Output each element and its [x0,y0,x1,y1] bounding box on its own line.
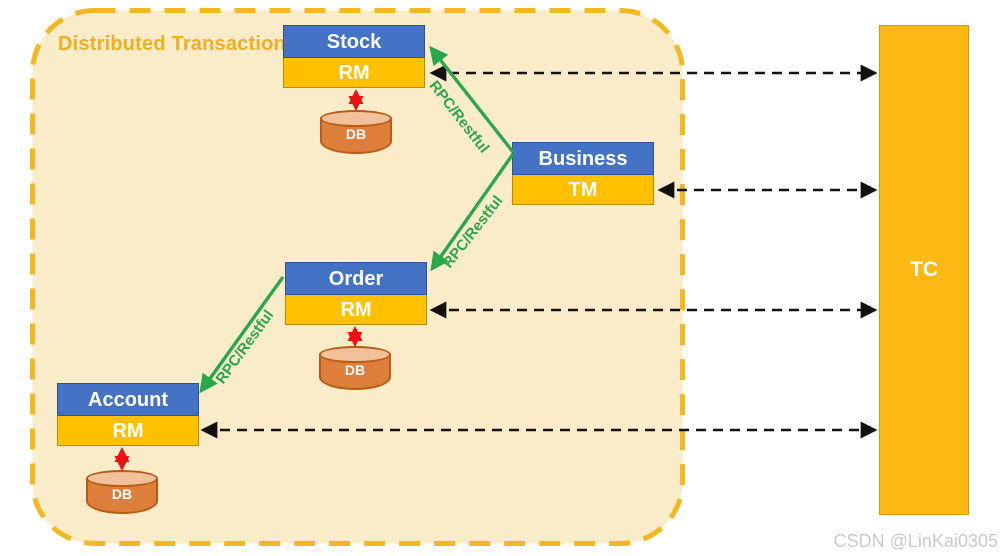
order-database: DB [319,346,391,390]
service-business-name: Business [512,142,654,175]
service-order-role: RM [285,295,427,325]
rpc-label-order-account: RPC/Restful [212,306,278,388]
stock-database-label: DB [345,126,367,142]
database-cylinder-top [86,470,158,487]
order-database-label: DB [344,362,366,378]
service-account-role: RM [57,416,199,446]
watermark: CSDN @LinKai0305 [833,531,998,551]
service-order-name: Order [285,262,427,295]
rpc-arrow-business-order [430,153,515,272]
database-cylinder-top [320,110,392,127]
service-order: Order RM [285,262,427,325]
rpc-label-business-order: RPC/Restful [439,192,507,272]
service-stock: Stock RM [283,25,425,88]
service-account: Account RM [57,383,199,446]
service-business: Business TM [512,142,654,205]
account-database-label: DB [111,486,133,502]
stock-database: DB [320,110,392,154]
account-database: DB [86,470,158,514]
service-stock-name: Stock [283,25,425,58]
service-stock-role: RM [283,58,425,88]
rpc-label-business-stock: RPC/Restful [425,77,493,157]
diagram-title: Distributed Transaction [58,33,286,55]
tc-box: TC [879,25,969,515]
database-cylinder-top [319,346,391,363]
service-business-role: TM [512,175,654,205]
tc-label: TC [910,258,938,281]
service-account-name: Account [57,383,199,416]
